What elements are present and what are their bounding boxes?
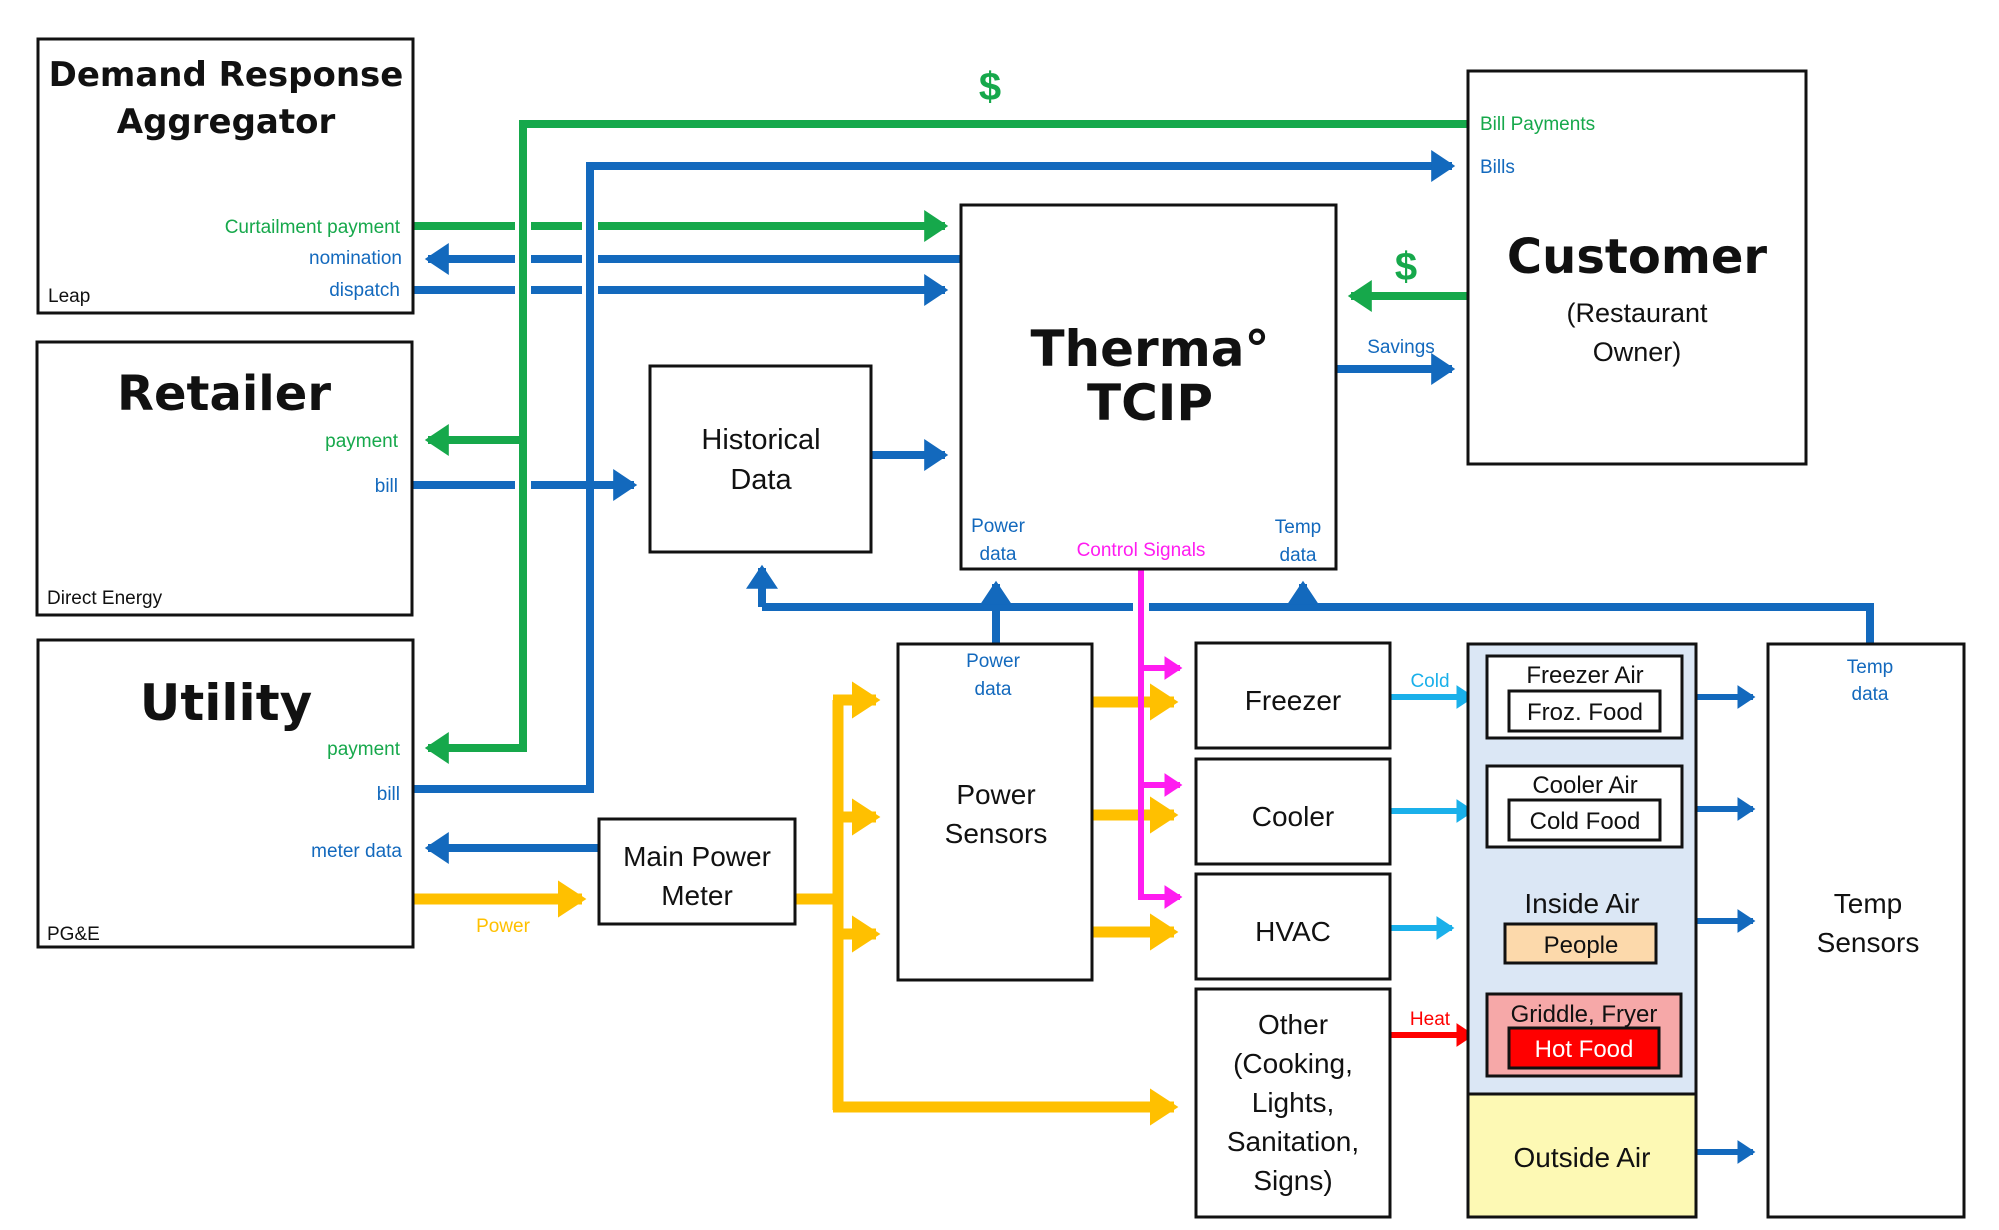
cooler-air-label: Cooler Air [1532, 772, 1637, 799]
griddle-fryer-label: Griddle, Fryer [1511, 1001, 1658, 1028]
connectors [413, 120, 1874, 1164]
historical-data-node[interactable]: Historical Data [648, 364, 873, 554]
therma-power-data-label-2: data [980, 544, 1017, 565]
temp-sensors-label-2: Sensors [1817, 927, 1920, 958]
power-sensors-port-1: Power [966, 651, 1021, 672]
freezer-node[interactable]: Freezer [1194, 641, 1392, 750]
people-node[interactable]: People [1503, 922, 1658, 965]
freezer-air-node[interactable]: Freezer Air Froz. Food [1485, 654, 1684, 740]
control-signals-line [1138, 569, 1183, 909]
dispatch-label: dispatch [329, 280, 400, 301]
retailer-node[interactable]: Retailer payment bill Direct Energy [35, 340, 414, 617]
customer-node[interactable]: Bill Payments Bills Customer (Restaurant… [1466, 69, 1808, 466]
power-sensors-label-1: Power [956, 779, 1035, 810]
freezer-air-label: Freezer Air [1526, 662, 1643, 689]
dollar-icon-top: $ [979, 65, 1001, 109]
other-label-1: Other [1258, 1009, 1328, 1040]
utility-bill-label: bill [377, 784, 400, 805]
other-label-3: Lights, [1252, 1087, 1335, 1118]
frozen-food-label: Froz. Food [1527, 699, 1643, 726]
power-flow-label: Power [476, 916, 531, 937]
bill-payments-label: Bill Payments [1480, 114, 1595, 135]
customer-subtitle-2: Owner) [1593, 337, 1682, 367]
utility-company: PG&E [47, 924, 100, 945]
other-label-2: (Cooking, [1233, 1048, 1353, 1079]
therma-temp-data-label-1: Temp [1275, 517, 1321, 538]
therma-temp-data-label-2: data [1280, 545, 1317, 566]
temp-sensors-port-2: data [1852, 684, 1889, 705]
outside-air-label: Outside Air [1514, 1142, 1651, 1173]
customer-title: Customer [1507, 229, 1767, 285]
griddle-fryer-node[interactable]: Griddle, Fryer Hot Food [1485, 992, 1683, 1078]
power-sensors-node[interactable]: Power data Power Sensors [896, 642, 1094, 982]
therma-logo: Therma° [1030, 320, 1269, 378]
main-power-meter-node[interactable]: Main Power Meter [597, 817, 797, 926]
cold-food-label: Cold Food [1530, 808, 1641, 835]
power-sensors-port-2: data [975, 679, 1012, 700]
freezer-label: Freezer [1245, 685, 1341, 716]
dr-aggregator-node[interactable]: Demand Response Aggregator Curtailment p… [36, 37, 415, 315]
retailer-bill-label: bill [375, 476, 398, 497]
power-sensors-label-2: Sensors [945, 818, 1048, 849]
therma-tcip-node[interactable]: Therma° TCIP Power data Control Signals … [959, 203, 1338, 571]
retailer-payment-label: payment [325, 431, 399, 452]
temp-sensors-port-1: Temp [1847, 657, 1893, 678]
historical-label-2: Data [730, 464, 792, 496]
utility-title: Utility [140, 674, 312, 732]
hvac-label: HVAC [1255, 916, 1331, 947]
historical-label-1: Historical [701, 424, 820, 456]
temp-data-bus [1149, 603, 1874, 643]
control-signals-label: Control Signals [1077, 540, 1206, 561]
main-meter-label-2: Meter [661, 880, 733, 911]
cooler-node[interactable]: Cooler [1194, 757, 1392, 866]
utility-node[interactable]: Utility payment bill meter data PG&E [36, 638, 415, 949]
nomination-label: nomination [309, 248, 402, 269]
dollar-icon-customer: $ [1395, 245, 1417, 289]
heat-flow-label: Heat [1410, 1009, 1451, 1030]
savings-label: Savings [1367, 337, 1435, 358]
outside-air-node[interactable]: Outside Air [1466, 1092, 1698, 1219]
other-loads-node[interactable]: Other (Cooking, Lights, Sanitation, Sign… [1194, 987, 1392, 1219]
dr-aggregator-title-2: Aggregator [117, 102, 336, 142]
utility-bill-line [413, 150, 1456, 793]
other-label-4: Sanitation, [1227, 1126, 1359, 1157]
retailer-title: Retailer [117, 366, 331, 422]
tcip-title: TCIP [1087, 374, 1213, 432]
cooler-air-node[interactable]: Cooler Air Cold Food [1485, 764, 1684, 849]
curtailment-payment-label: Curtailment payment [225, 217, 401, 238]
inside-air-zone[interactable]: Freezer Air Froz. Food Cooler Air Cold F… [1466, 642, 1698, 1096]
other-label-5: Signs) [1253, 1165, 1332, 1196]
temp-sensors-label-1: Temp [1834, 888, 1902, 919]
dr-aggregator-title: Demand Response [49, 55, 404, 95]
temp-sensors-node[interactable]: Temp data Temp Sensors [1766, 642, 1966, 1219]
cold-flow-label: Cold [1410, 671, 1449, 692]
inside-air-label: Inside Air [1524, 888, 1639, 919]
main-meter-label-1: Main Power [623, 841, 771, 872]
utility-payment-label: payment [327, 739, 401, 760]
customer-subtitle-1: (Restaurant [1566, 298, 1708, 328]
hot-food-label: Hot Food [1535, 1036, 1634, 1063]
dr-aggregator-company: Leap [48, 286, 90, 307]
retailer-company: Direct Energy [47, 588, 163, 609]
therma-power-data-label-1: Power [971, 516, 1026, 537]
people-label: People [1544, 932, 1619, 959]
hvac-node[interactable]: HVAC [1194, 872, 1392, 981]
bills-label: Bills [1480, 157, 1515, 178]
cooler-label: Cooler [1252, 801, 1334, 832]
meter-data-label: meter data [311, 841, 402, 862]
